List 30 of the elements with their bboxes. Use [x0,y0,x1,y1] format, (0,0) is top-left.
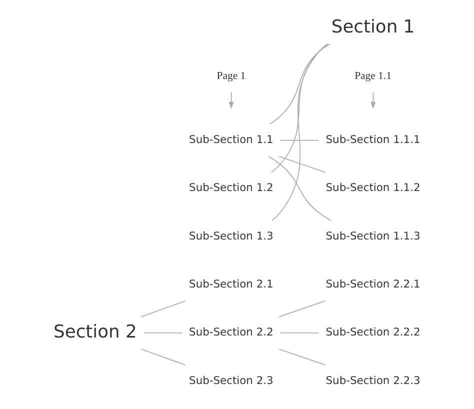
connector [268,156,332,221]
connector [140,300,186,318]
node-text: Sub-Section 2.2 [189,326,274,339]
node-text: Sub-Section 2.2.2 [326,326,420,339]
node-text: Page 1 [216,70,246,82]
node-text: Section 1 [331,16,415,38]
node-text: Sub-Section 1.3 [189,229,274,242]
node-text: Sub-Section 2.1 [189,278,274,291]
arrow [370,92,376,110]
connector [271,44,328,221]
node-text: Sub-Section 1.1.2 [326,181,420,194]
connector [278,156,326,173]
connector [278,300,326,318]
connector [280,332,320,334]
node-text: Sub-Section 2.3 [189,374,274,387]
connector [280,140,320,141]
node-text: Page 1.1 [354,70,392,82]
connector [269,44,330,125]
arrow [228,92,234,110]
node-text: Sub-Section 1.1.3 [326,229,420,242]
node-text: Sub-Section 1.1 [189,133,274,146]
connector [270,44,328,173]
connector [278,348,326,366]
node-text: Sub-Section 1.1.1 [326,133,420,146]
node-text: Section 2 [54,321,137,342]
node-text: Sub-Section 2.2.3 [326,374,420,387]
node-text: Sub-Section 1.2 [189,181,274,194]
node-text: Sub-Section 2.2.1 [326,278,420,291]
connector [144,332,183,334]
connector [140,348,186,366]
